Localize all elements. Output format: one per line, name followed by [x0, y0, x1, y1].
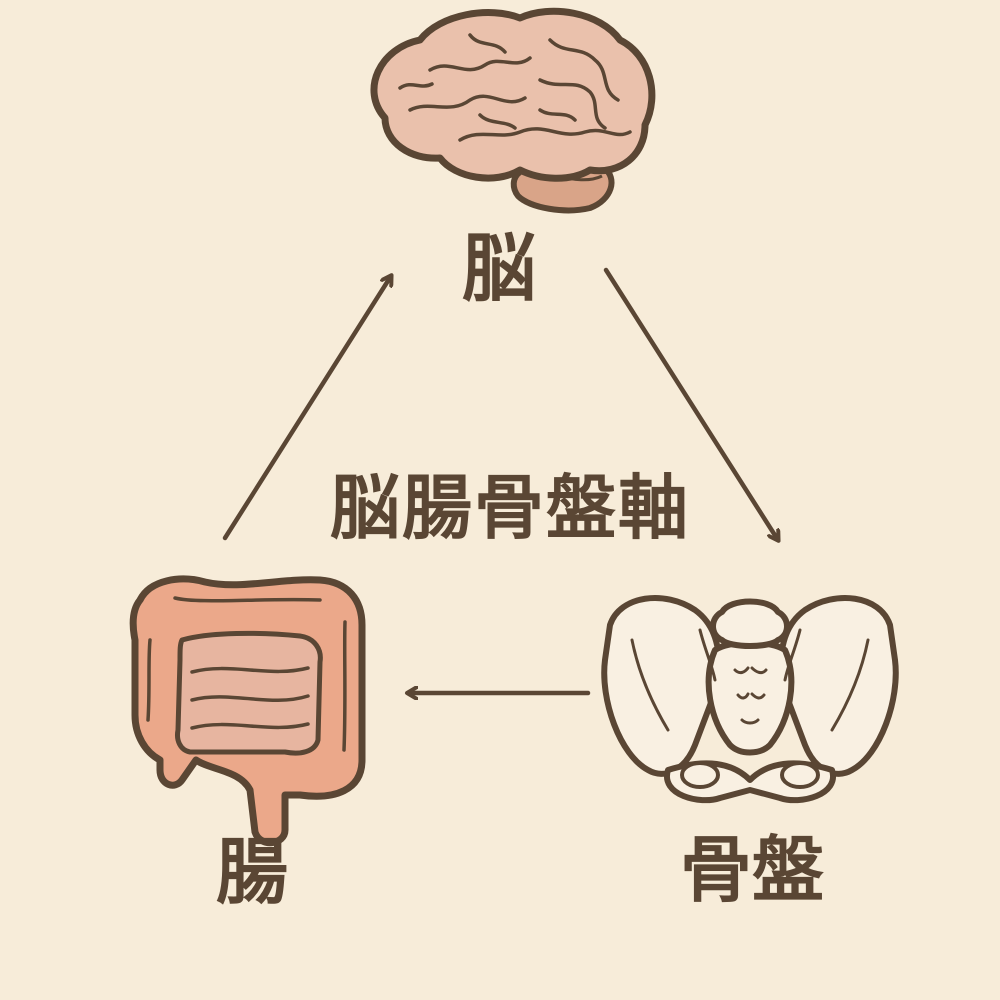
arrow-gut-to-brain: [222, 276, 391, 541]
left-iliac-wing: [601, 595, 722, 777]
intestine-icon: [129, 575, 366, 847]
brain-label: 脳: [462, 226, 536, 312]
arrows: [222, 267, 778, 693]
arrow-brain-to-pelvis: [603, 267, 778, 540]
right-obturator: [780, 761, 820, 789]
left-obturator: [680, 761, 720, 789]
gut-label: 腸: [216, 830, 289, 914]
pelvis-label: 骨盤: [680, 828, 825, 912]
center-title: 脳腸骨盤軸: [330, 467, 690, 549]
brain-icon: [370, 7, 656, 214]
sacrum: [705, 639, 795, 756]
inner-lumen: [175, 630, 323, 756]
lumbar-vertebra: [710, 598, 790, 649]
right-iliac-wing: [778, 595, 899, 777]
pelvis-icon: [601, 595, 899, 804]
